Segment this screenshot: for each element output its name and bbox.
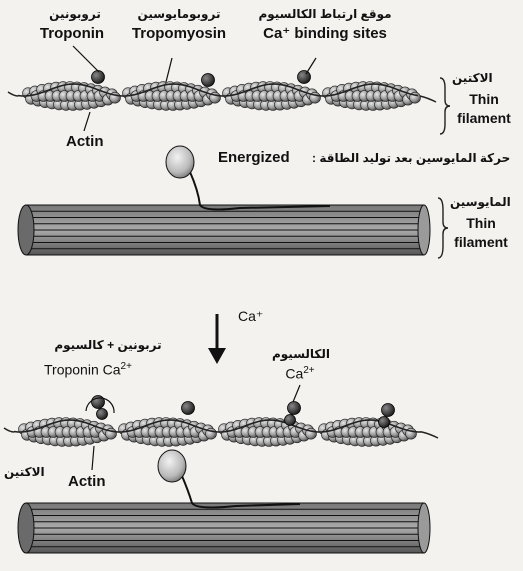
- troponin-calcium-charge: 2+: [121, 361, 132, 372]
- filament-word-middle: filament: [450, 233, 512, 252]
- calcium-binding-node: [298, 71, 311, 84]
- tropomyosin-label-ar: تروبومايوسين: [138, 8, 221, 20]
- filament-end: [8, 92, 18, 96]
- myosin-filament-bottom: [18, 503, 430, 553]
- calcium-binding-node: [382, 404, 395, 417]
- calcium-binding-node: [379, 417, 390, 428]
- filament-end: [422, 432, 438, 438]
- energized-label-ar: حركة المايوسين بعد توليد الطاقة :: [312, 152, 510, 164]
- calcium-text: Ca: [285, 366, 303, 382]
- myosin-rod-end: [18, 205, 34, 255]
- myosin-head: [158, 450, 186, 482]
- troponin-calcium-label-ar: تربونين + كالسيوم: [54, 339, 161, 351]
- actin-filament-bottom: [4, 396, 438, 447]
- actin-filament-top: [8, 71, 436, 111]
- calcium-label: Ca2+: [285, 366, 314, 381]
- thin-filament-label-top: Thin filament: [456, 90, 512, 128]
- myosin-rod-end: [18, 503, 34, 553]
- myosin-side-label-ar: المايوسين: [450, 196, 511, 208]
- calcium-binding-node: [285, 415, 296, 426]
- actin-label-top: Actin: [66, 134, 104, 149]
- actin-side-label-ar-bottom: الاكتين: [4, 466, 45, 478]
- myosin-head-bound: [158, 450, 300, 507]
- troponin-leader-line: [73, 46, 99, 72]
- filament-end: [4, 428, 14, 432]
- tropomyosin-label: Tropomyosin: [132, 26, 226, 41]
- troponin-calcium-label: Troponin Ca2+: [44, 362, 132, 377]
- thin-filament-brace-middle: [438, 198, 448, 258]
- calcium-charge: 2+: [303, 365, 314, 376]
- thin-filament-brace-top: [440, 78, 450, 134]
- filament-end: [420, 96, 436, 102]
- troponin-calcium-text: Troponin Ca: [44, 362, 121, 378]
- myosin-neck: [190, 172, 330, 209]
- actin-leader-line-bottom: [92, 446, 94, 470]
- thin-filament-label-middle: Thin filament: [450, 214, 512, 252]
- binding-site-leader-line: [306, 58, 316, 74]
- calcium-binding-node: [202, 74, 215, 87]
- calcium-down-arrow-head: [208, 348, 226, 364]
- calcium-label-ar: الكالسيوم: [272, 348, 330, 360]
- myosin-filament-middle: [18, 205, 430, 255]
- energized-label: Energized: [218, 150, 290, 165]
- myosin-rod-end: [418, 503, 430, 553]
- actin-label-bottom: Actin: [68, 474, 106, 489]
- calcium-binding-node: [97, 409, 108, 420]
- filament-word-top: filament: [456, 109, 512, 128]
- calcium-binding-node: [182, 402, 195, 415]
- calcium-arrow-label: Ca⁺: [238, 309, 263, 323]
- binding-sites-label-ar: موقع ارتباط الكالسيوم: [258, 8, 391, 20]
- thin-word-middle: Thin: [450, 214, 512, 233]
- troponin-label-ar: تروبونين: [49, 8, 101, 20]
- actin-leader-line-top: [84, 112, 90, 131]
- myosin-rod-end: [418, 205, 430, 255]
- calcium-leader-line: [293, 385, 300, 402]
- calcium-binding-node: [92, 396, 105, 409]
- calcium-binding-node: [92, 71, 105, 84]
- troponin-label: Troponin: [40, 26, 104, 41]
- actin-side-label-ar: الاكتين: [452, 72, 493, 84]
- thin-word-top: Thin: [456, 90, 512, 109]
- calcium-binding-node: [288, 402, 301, 415]
- myosin-head: [166, 146, 194, 178]
- binding-sites-label: Ca⁺ binding sites: [263, 26, 387, 41]
- tropomyosin-leader-line: [166, 58, 172, 82]
